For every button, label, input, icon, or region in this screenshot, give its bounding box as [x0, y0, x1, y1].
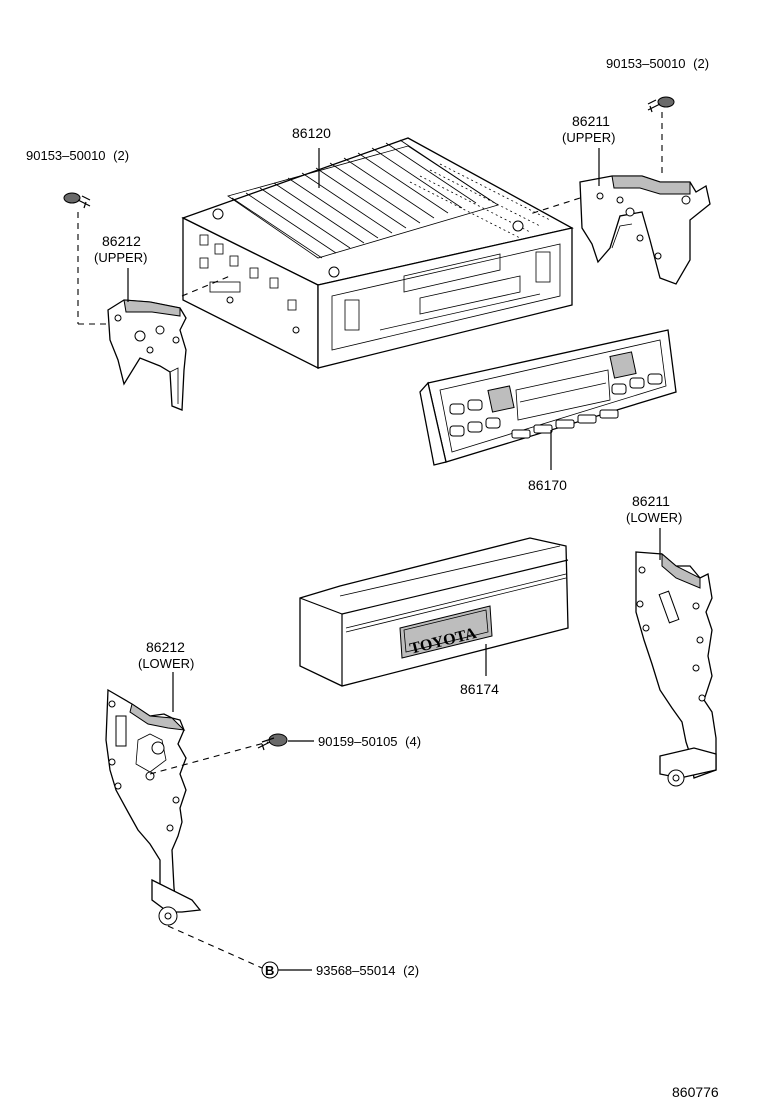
screw-right-top-qty: (2) [693, 56, 709, 71]
heat-sink [227, 139, 499, 259]
label-86170: 86170 [528, 477, 567, 493]
label-86211-lower-position: (LOWER) [626, 510, 682, 525]
bolt-b-callout: B 93568–55014 (2) [261, 961, 419, 979]
front-face-details [331, 243, 561, 351]
diagram-id: 860776 [672, 1084, 719, 1100]
label-86212-upper-number: 86212 [102, 233, 141, 249]
bracket-86212-upper [107, 299, 187, 411]
label-86212-upper-position: (UPPER) [94, 250, 147, 265]
label-86211-upper-position: (UPPER) [562, 130, 615, 145]
label-86211-upper-number: 86211 [572, 113, 610, 129]
bracket-86211-lower [635, 551, 717, 787]
side-panel-details [199, 234, 300, 334]
b-marker-letter: B [265, 963, 274, 978]
screw-right-top-number: 90153–50010 [606, 56, 686, 71]
label-86212-lower-number: 86212 [146, 639, 185, 655]
assembly-lines [77, 112, 663, 969]
screw-left-top-number: 90153–50010 [26, 148, 106, 163]
screw-left-top [63, 192, 91, 209]
toyota-emblem [399, 605, 493, 659]
label-86174: 86174 [460, 681, 499, 697]
label-screw-left-top: 90153–50010 (2) [26, 148, 129, 163]
b-marker-circle [261, 961, 279, 979]
label-bolt-b: 93568–55014 (2) [316, 963, 419, 978]
screw-right-top [647, 96, 675, 113]
trim-panel-86174: TOYOTA [299, 537, 569, 687]
screw-middle-number: 90159–50105 [318, 734, 398, 749]
screw-middle [257, 733, 288, 751]
bracket-86211-upper [579, 175, 711, 285]
bolt-b-qty: (2) [403, 963, 419, 978]
label-screw-middle: 90159–50105 (4) [318, 734, 421, 749]
screw-left-top-qty: (2) [113, 148, 129, 163]
screw-middle-qty: (4) [405, 734, 421, 749]
vent-grid [212, 163, 551, 278]
label-86212-lower-position: (LOWER) [138, 656, 194, 671]
leader-lines [127, 148, 661, 971]
label-86211-lower-number: 86211 [632, 493, 670, 509]
bolt-b-number: 93568–55014 [316, 963, 396, 978]
radio-receiver-86120 [181, 137, 574, 370]
radio-panel-86170 [419, 329, 677, 466]
bracket-86212-lower [105, 688, 202, 926]
label-86120: 86120 [292, 125, 331, 141]
label-screw-right-top: 90153–50010 (2) [606, 56, 709, 71]
